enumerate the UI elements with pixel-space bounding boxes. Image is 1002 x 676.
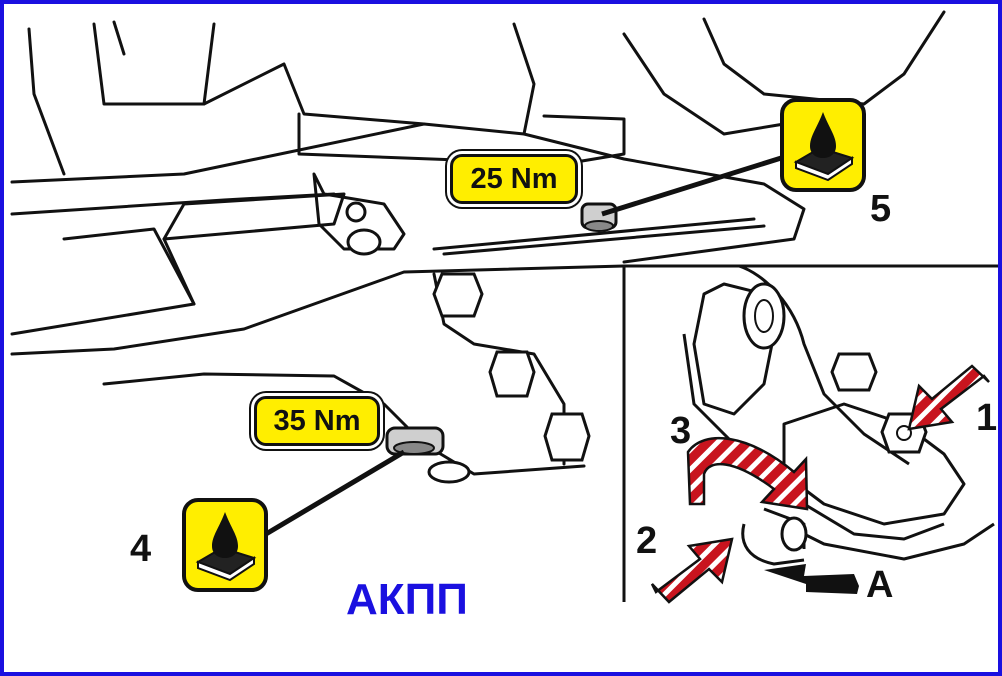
transmission-drawing [10,10,998,604]
bolt-upper-left [345,201,382,256]
drain-plug-lower [427,460,471,484]
hatched-arrow-icon [907,364,990,431]
callout-a: A [866,564,894,606]
leader-line-4 [264,449,406,537]
arrow-a [764,564,859,594]
leader-line-5 [601,151,795,217]
oil-drop-icon [780,98,866,192]
oil-drop-icon [182,498,268,592]
hatched-arrow-icon [686,436,809,511]
callout-1: 1 [976,397,998,439]
caption-label: АКПП [346,575,468,624]
torque-badge-lower: 35 Nm [254,396,380,446]
callout-3: 3 [670,410,692,452]
bolt-hex-center [432,272,591,462]
hatched-arrow-icon [650,537,734,604]
torque-badge-upper: 25 Nm [450,154,578,204]
callout-2: 2 [636,520,658,562]
fill-plug-upper [580,202,618,232]
callout-5: 5 [870,188,892,230]
drain-plug-35 [385,426,445,456]
callout-4: 4 [130,528,152,570]
transmission-housing [10,10,946,476]
